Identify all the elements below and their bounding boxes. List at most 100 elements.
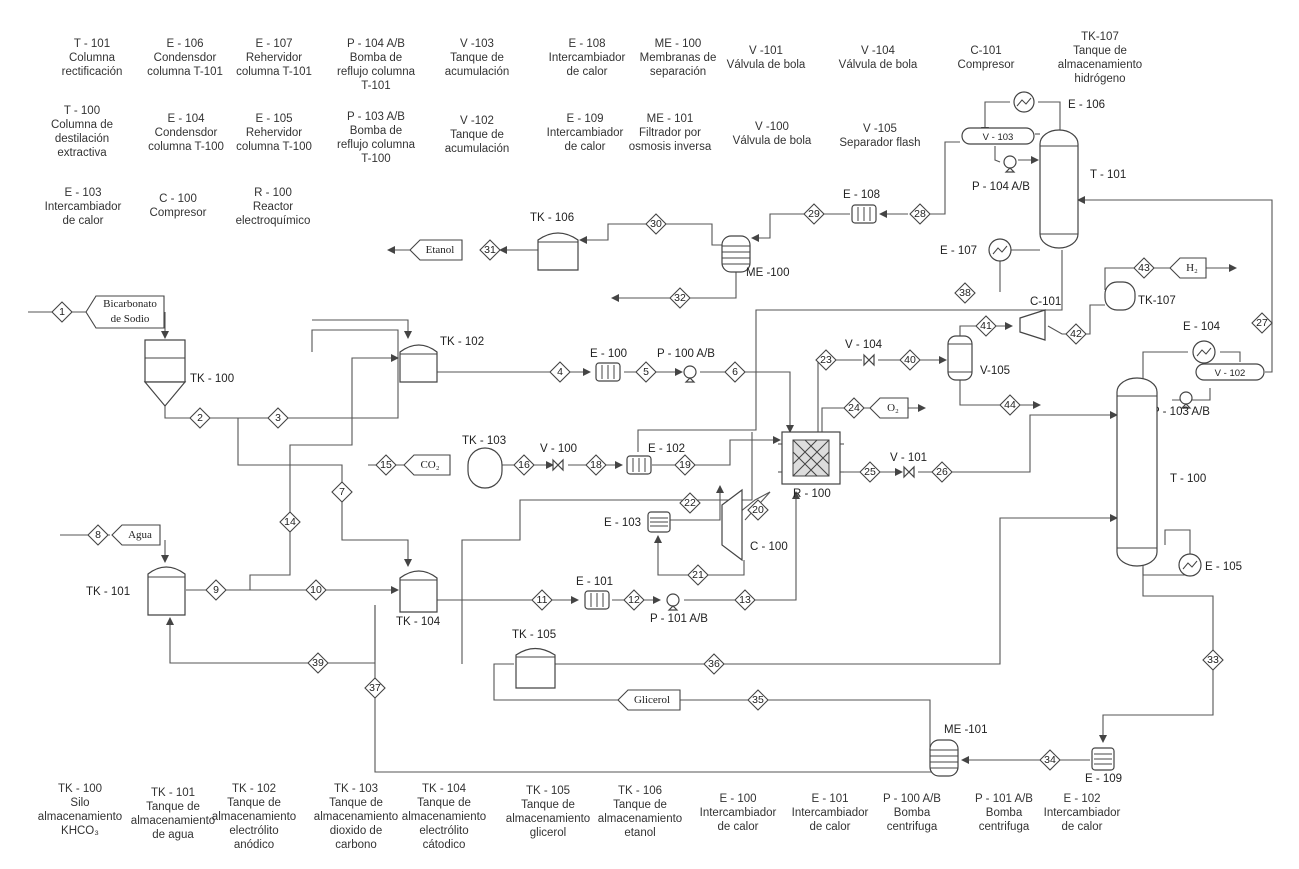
- stream-marker: 28: [909, 203, 931, 225]
- svg-text:29: 29: [808, 208, 820, 220]
- tag-p104: P - 104 A/B: [972, 181, 1030, 193]
- flag-bicarbonato: Bicarbonato de Sodio: [85, 295, 165, 329]
- legend-tk104: TK - 104 Tanque de almacenamiento electr…: [401, 783, 487, 851]
- legend-tk102: TK - 102 Tanque de almacenamiento electr…: [211, 783, 297, 851]
- tag-e109: E - 109: [1085, 773, 1122, 785]
- stream-marker: 41: [975, 315, 997, 337]
- stream-marker: 9: [205, 579, 227, 601]
- tag-e105: E - 105: [1205, 561, 1242, 573]
- flag-glicerol: Glicerol: [617, 689, 681, 711]
- svg-text:5: 5: [643, 366, 649, 378]
- legend-e106: E - 106 Condensdor columna T-101: [147, 38, 223, 78]
- stream-marker: 39: [307, 652, 329, 674]
- tag-tk107: TK-107: [1138, 295, 1176, 307]
- tag-tk100: TK - 100: [190, 373, 234, 385]
- legend-e102: E - 102 Intercambiador de calor: [1043, 793, 1121, 833]
- stream-marker: 27: [1251, 312, 1273, 334]
- pipe-lines: [28, 101, 1273, 773]
- stream-markers: 1 2 3 4 5 6 7 8 9 10 11 12 13 14 15 16 1…: [51, 203, 1273, 771]
- legend-tk107: TK-107 Tanque de almacenamiento hidrógen…: [1057, 31, 1143, 85]
- svg-text:10: 10: [310, 584, 322, 596]
- stream-marker: 32: [669, 287, 691, 309]
- tag-e103: E - 103: [604, 517, 641, 529]
- pump-p101: [666, 593, 680, 611]
- reboiler-e107: [988, 238, 1012, 262]
- svg-text:9: 9: [213, 584, 219, 596]
- legend-e101: E - 101 Intercambiador de calor: [791, 793, 869, 833]
- svg-text:7: 7: [339, 486, 345, 498]
- svg-text:40: 40: [904, 354, 916, 366]
- svg-text:22: 22: [684, 497, 696, 509]
- legend-c101: C-101 Compresor: [957, 45, 1015, 71]
- stream-marker: 16: [513, 454, 535, 476]
- svg-text:32: 32: [674, 292, 686, 304]
- stream-marker: 5: [635, 361, 657, 383]
- svg-text:36: 36: [708, 658, 720, 670]
- hx-e102: [626, 455, 652, 475]
- pump-p103: [1179, 391, 1193, 409]
- stream-marker: 13: [734, 589, 756, 611]
- svg-text:14: 14: [284, 516, 296, 528]
- legend-tk106: TK - 106 Tanque de almacenamiento etanol: [597, 785, 683, 839]
- svg-text:43: 43: [1138, 262, 1150, 274]
- legend-v104: V -104 Válvula de bola: [838, 45, 918, 71]
- svg-text:11: 11: [537, 594, 548, 606]
- svg-text:6: 6: [732, 366, 738, 378]
- tag-v103: V - 103: [983, 132, 1014, 143]
- svg-text:26: 26: [936, 466, 948, 478]
- stream-flags: Bicarbonato de Sodio Agua CO₂ Etanol H₂ …: [85, 239, 1207, 711]
- reactor-r100: [778, 431, 844, 485]
- accumulator-v103: V - 103: [961, 127, 1035, 145]
- svg-text:4: 4: [557, 366, 563, 378]
- legend-r100: R - 100 Reactor electroquímico: [235, 187, 311, 227]
- stream-marker: 20: [747, 499, 769, 521]
- hx-e101: [584, 590, 610, 610]
- tag-tk103: TK - 103: [462, 435, 506, 447]
- accumulator-v102: V - 102: [1195, 363, 1265, 381]
- legend-v102: V -102 Tanque de acumulación: [444, 115, 510, 155]
- stream-marker: 7: [331, 481, 353, 503]
- stream-marker: 18: [585, 454, 607, 476]
- svg-text:25: 25: [864, 466, 876, 478]
- tank-tk103: [467, 447, 503, 489]
- svg-text:34: 34: [1044, 754, 1056, 766]
- tag-e107: E - 107: [940, 245, 977, 257]
- stream-marker: 1: [51, 301, 73, 323]
- svg-text:44: 44: [1004, 399, 1016, 411]
- svg-text:31: 31: [484, 244, 496, 256]
- tag-e101: E - 101: [576, 576, 613, 588]
- svg-text:13: 13: [739, 594, 751, 606]
- svg-text:28: 28: [914, 208, 926, 220]
- tag-tk102: TK - 102: [440, 336, 484, 348]
- stream-marker: 22: [679, 492, 701, 514]
- tag-e102: E - 102: [648, 443, 685, 455]
- legend-v100: V -100 Válvula de bola: [732, 121, 812, 147]
- tag-e104: E - 104: [1183, 321, 1221, 333]
- tag-t101: T - 101: [1090, 169, 1126, 181]
- svg-text:12: 12: [628, 594, 640, 606]
- svg-text:de Sodio: de Sodio: [111, 313, 150, 325]
- svg-text:21: 21: [692, 569, 704, 581]
- tank-tk102: [399, 344, 438, 383]
- legend-v101: V -101 Válvula de bola: [726, 45, 806, 71]
- valve-v100: [552, 458, 564, 472]
- stream-marker: 2: [189, 407, 211, 429]
- valve-v104: [863, 353, 875, 367]
- stream-marker: 40: [899, 349, 921, 371]
- svg-text:41: 41: [980, 320, 992, 332]
- tag-tk106: TK - 106: [530, 212, 574, 224]
- compressor-c101: [1019, 309, 1046, 341]
- legend-p101: P - 101 A/B Bomba centrifuga: [975, 793, 1033, 833]
- svg-text:1: 1: [59, 306, 65, 318]
- svg-text:H₂: H₂: [1186, 262, 1198, 274]
- legend-tk101: TK - 101 Tanque de almacenamiento de agu…: [130, 787, 216, 841]
- flag-etanol: Etanol: [409, 239, 463, 261]
- svg-text:Etanol: Etanol: [426, 244, 455, 256]
- tag-c101: C-101: [1030, 296, 1061, 308]
- svg-text:8: 8: [95, 529, 101, 541]
- svg-text:20: 20: [752, 504, 764, 516]
- tag-me100: ME -100: [746, 267, 789, 279]
- flag-h2: H₂: [1169, 257, 1207, 279]
- svg-text:35: 35: [752, 694, 764, 706]
